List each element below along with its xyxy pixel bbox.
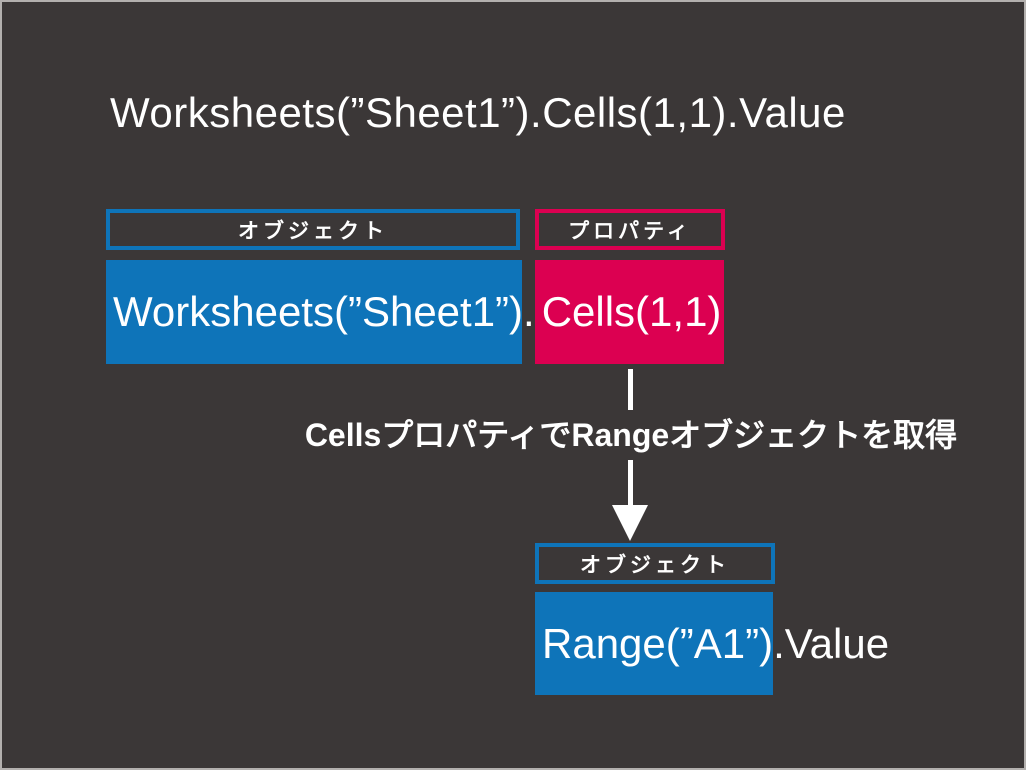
worksheets-code-text: Worksheets(”Sheet1”). <box>113 288 535 335</box>
code-title: Worksheets(”Sheet1”).Cells(1,1).Value <box>110 89 846 136</box>
object-label-text-top: オブジェクト <box>238 219 388 243</box>
range-code-text: Range(”A1”) <box>542 619 774 667</box>
row1-code-line: Worksheets(”Sheet1”). Cells(1,1) <box>113 260 721 364</box>
down-arrow-icon-upper-segment <box>628 369 633 410</box>
property-label-box: プロパティ <box>535 209 725 250</box>
cells-property-box <box>535 260 724 364</box>
property-label-text: プロパティ <box>568 219 692 243</box>
object-label-box-bottom: オブジェクト <box>535 543 775 584</box>
cells-code-text: Cells(1,1) <box>541 288 722 335</box>
object-label-text-bottom: オブジェクト <box>580 553 730 577</box>
down-arrow-icon <box>612 505 648 541</box>
arrow-caption: CellsプロパティでRangeオブジェクトを取得 <box>304 417 958 453</box>
range-object-box <box>535 592 773 695</box>
worksheets-object-box <box>106 260 522 364</box>
down-arrow-icon-lower-segment <box>628 460 633 507</box>
value-suffix-text: .Value <box>773 619 890 667</box>
object-label-box-top: オブジェクト <box>106 209 520 250</box>
row2-code-line: Range(”A1”) .Value <box>542 592 889 695</box>
